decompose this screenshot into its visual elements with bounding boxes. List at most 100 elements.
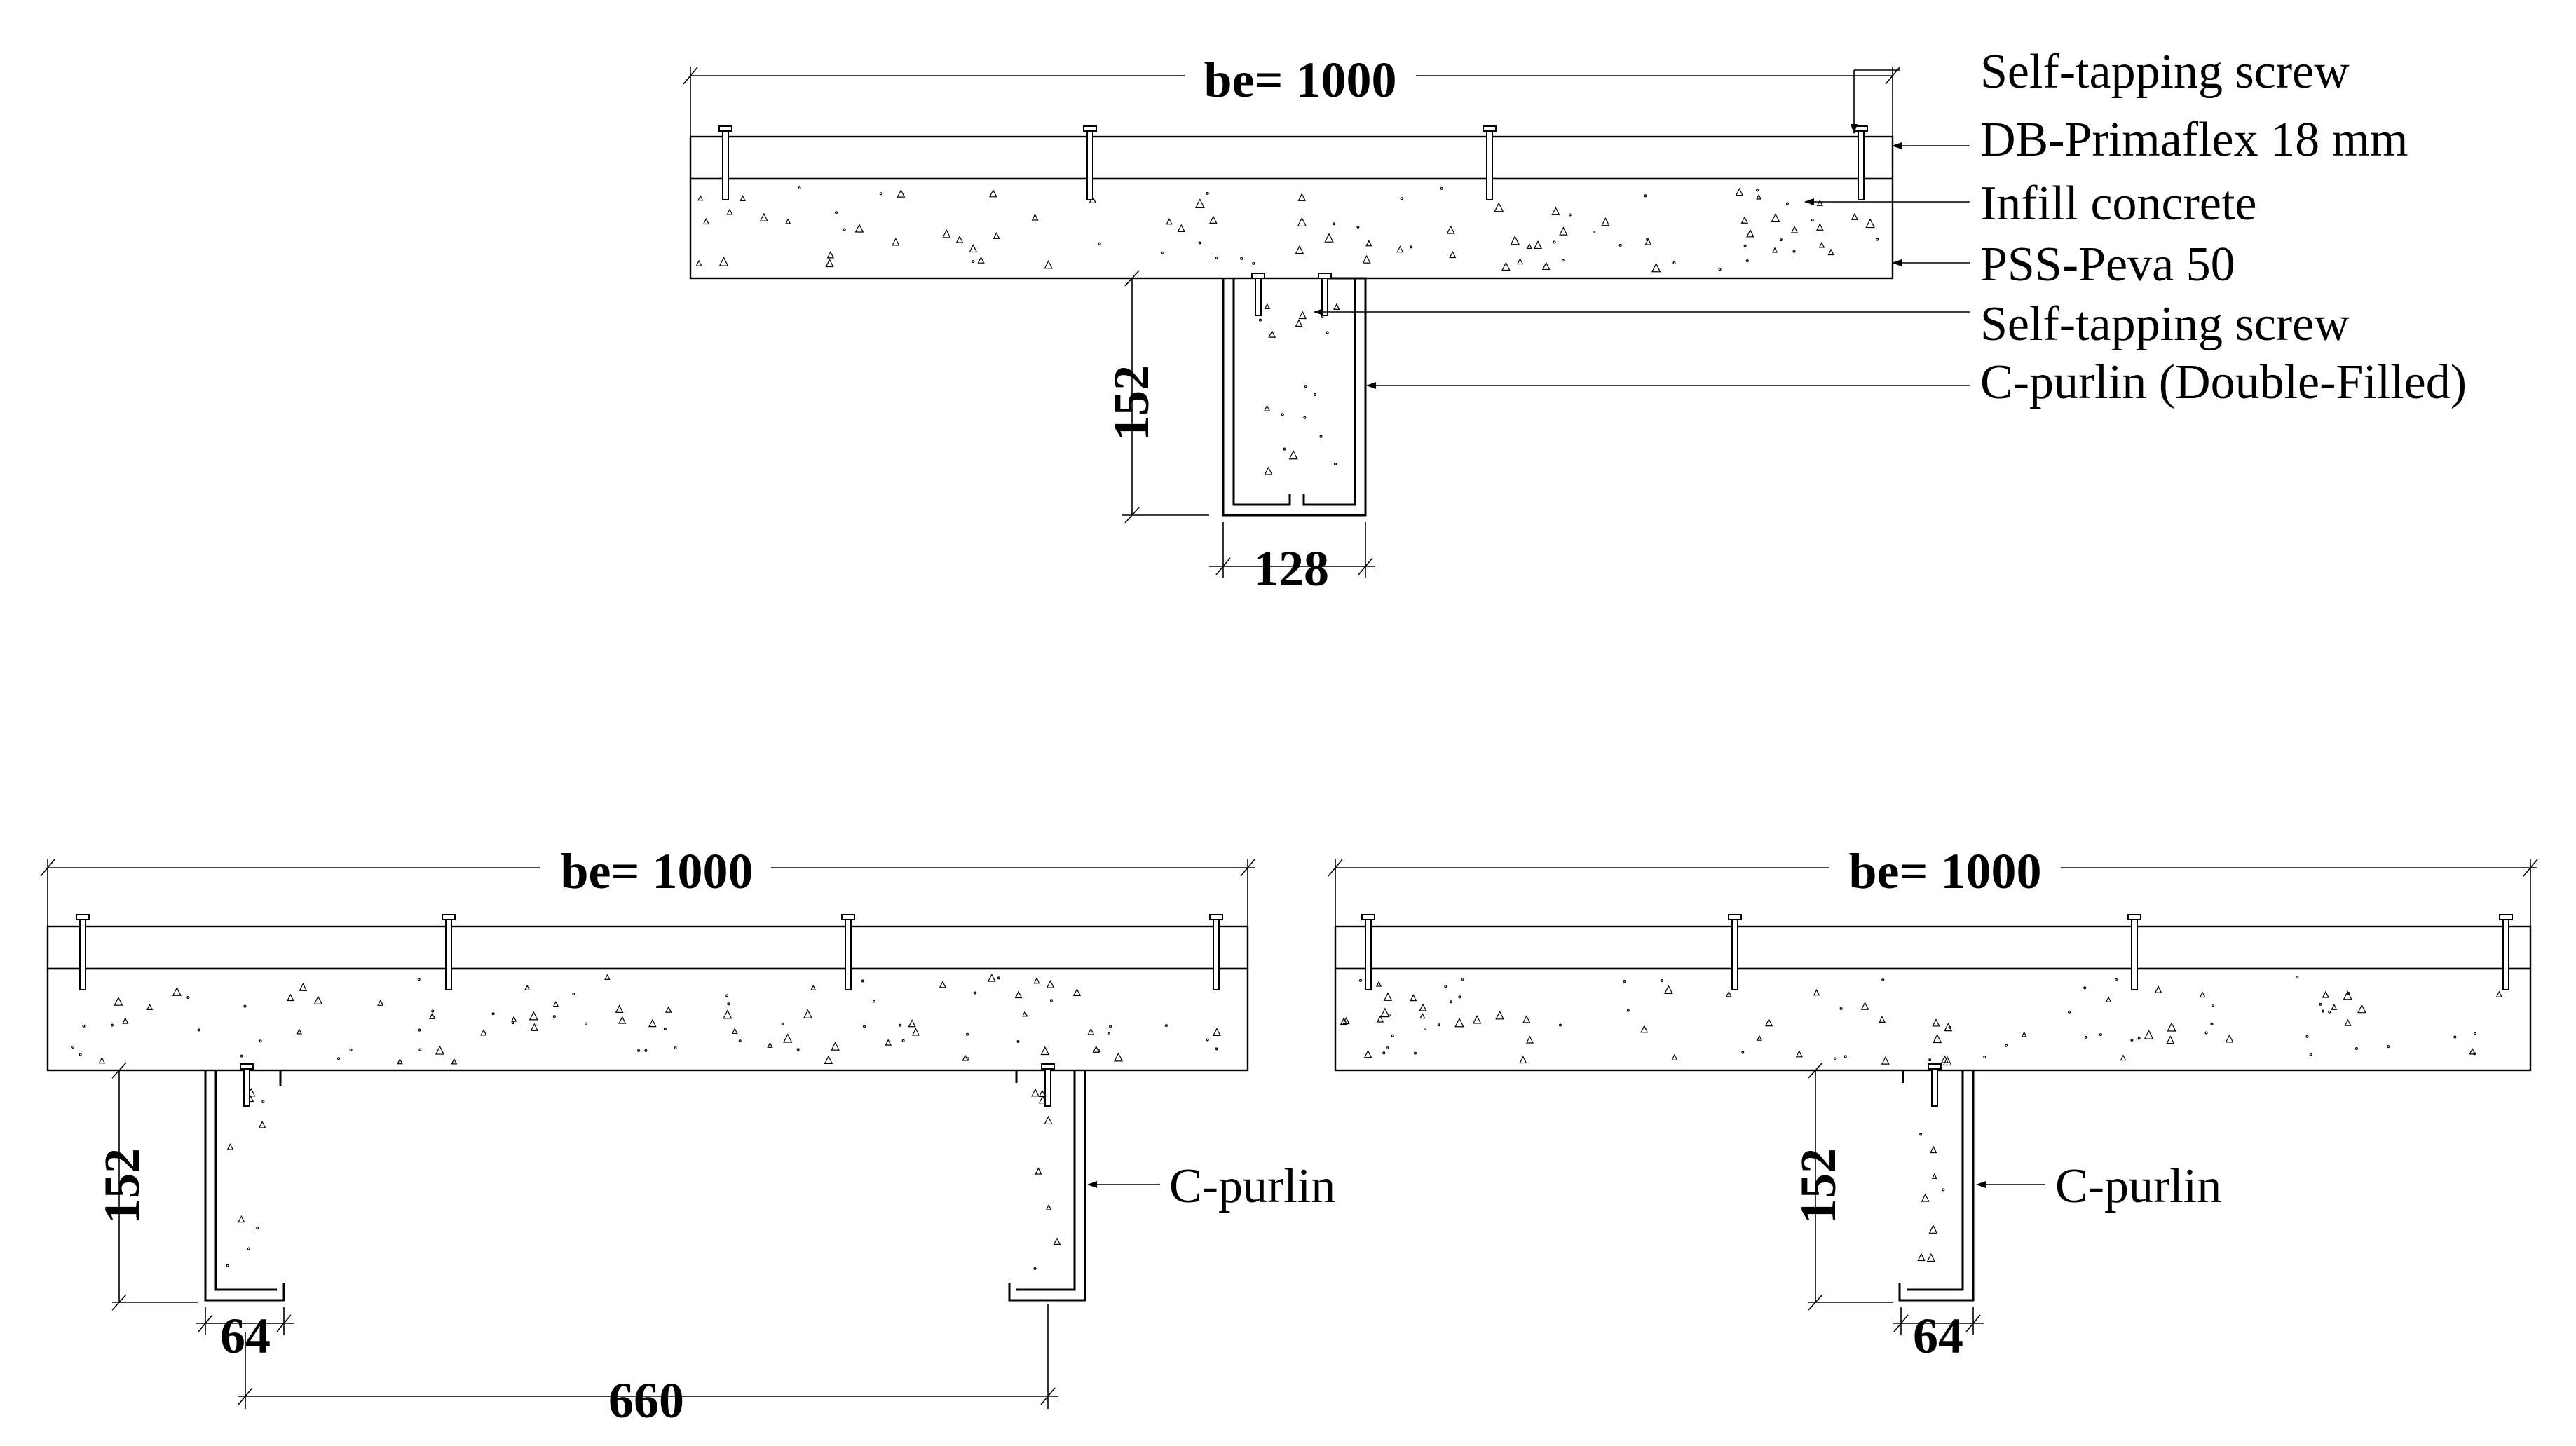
aggregate-mark [349, 1048, 353, 1051]
self-tapping-screw-icon [1728, 914, 1742, 990]
aggregate-mark [1281, 413, 1284, 416]
aggregate-mark [377, 999, 384, 1006]
aggregate-mark [962, 1054, 969, 1061]
aggregate-mark [2114, 978, 2118, 981]
aggregate-mark [1745, 259, 1749, 263]
aggregate-mark [337, 1057, 341, 1060]
aggregate-mark [1264, 466, 1273, 475]
br-c-purlin-outline [1898, 1070, 1975, 1302]
aggregate-mark [1326, 331, 1329, 334]
aggregate-mark [835, 211, 838, 214]
aggregate-mark [1045, 1203, 1052, 1210]
br-deck [1334, 925, 2532, 1072]
aggregate-mark [1319, 435, 1323, 438]
bl-deck-screws [76, 914, 1223, 990]
aggregate-mark [1926, 1253, 1936, 1262]
aggregate-mark [1815, 223, 1824, 231]
aggregate-mark [1324, 233, 1334, 243]
aggregate-mark [1917, 1253, 1926, 1262]
aggregate-mark [618, 1016, 627, 1024]
aggregate-mark [1414, 1051, 1417, 1055]
aggregate-mark [899, 1023, 902, 1027]
aggregate-mark [1501, 261, 1511, 271]
aggregate-mark [1016, 1040, 1020, 1044]
aggregate-mark [186, 996, 190, 1000]
aggregate-mark [1410, 994, 1417, 1002]
aggregate-mark [725, 994, 729, 997]
aggregate-mark [1295, 319, 1303, 327]
aggregate-mark [1033, 977, 1040, 984]
aggregate-mark [1215, 1047, 1218, 1051]
aggregate-mark [1400, 197, 1403, 200]
aggregate-mark [1166, 218, 1173, 225]
aggregate-mark [648, 1018, 657, 1028]
aggregate-mark [897, 189, 906, 198]
aggregate-mark [1919, 1133, 1923, 1136]
aggregate-mark [1756, 193, 1762, 200]
bl-concrete-aggregate [71, 973, 1221, 1065]
top-c-purlin-outline [1222, 277, 1367, 517]
aggregate-mark [972, 260, 975, 264]
aggregate-mark [997, 976, 1000, 980]
aggregate-mark [243, 1004, 247, 1008]
aggregate-mark [727, 1002, 730, 1006]
aggregate-mark [1206, 191, 1209, 195]
top-infill-concrete [689, 177, 1894, 280]
top-width-dimension: be= 1000 [683, 52, 1900, 137]
aggregate-mark [723, 1009, 732, 1019]
bl-purlin-screws [240, 1063, 1055, 1107]
aggregate-mark [1268, 329, 1276, 338]
self-tapping-screw-icon [240, 1063, 254, 1107]
aggregate-mark [1014, 990, 1023, 999]
aggregate-mark [1087, 1028, 1095, 1035]
top-purlin [1222, 277, 1367, 517]
aggregate-mark [1458, 995, 1461, 999]
aggregate-mark [824, 1055, 833, 1064]
aggregate-mark [2137, 1037, 2141, 1040]
aggregate-mark [2343, 990, 2352, 1000]
aggregate-mark [1391, 1034, 1394, 1037]
aggregate-mark [879, 192, 882, 196]
self-tapping-screw-icon [76, 914, 90, 990]
aggregate-mark [2199, 991, 2206, 998]
self-tapping-screw-icon [2499, 914, 2513, 990]
aggregate-mark [491, 1012, 495, 1016]
aggregate-mark [1756, 189, 1759, 192]
aggregate-mark [2347, 991, 2350, 995]
aggregate-mark [2225, 1034, 2234, 1043]
self-tapping-screw-icon [1361, 914, 1375, 990]
callout-infill-concrete: Infill concrete [1980, 177, 2257, 231]
top-purlin-aggregate [1259, 303, 1340, 475]
aggregate-mark [1383, 992, 1393, 1001]
aggregate-mark [2099, 1033, 2102, 1037]
top-section: be= 1000 152 128 Self-tapping screw DB-P… [683, 45, 2467, 596]
top-deck-screws [718, 125, 1868, 200]
aggregate-mark [861, 979, 864, 983]
aggregate-mark [810, 984, 817, 990]
aggregate-mark [644, 1049, 648, 1052]
aggregate-mark [908, 1019, 916, 1028]
aggregate-mark [911, 1028, 920, 1036]
aggregate-mark [1623, 979, 1626, 983]
bottom-left-section: be= 1000 152 64 660 C-purlin [40, 843, 1335, 1428]
aggregate-mark [1108, 1032, 1111, 1035]
self-tapping-screw-icon [841, 914, 855, 990]
aggregate-mark [418, 1028, 421, 1032]
bl-c-purlin-right-outline [1008, 1070, 1086, 1302]
aggregate-mark [1472, 1015, 1482, 1024]
aggregate-mark [1792, 250, 1796, 253]
aggregate-mark [226, 1143, 234, 1150]
bl-height-dimension: 152 [94, 1062, 198, 1311]
aggregate-mark [1314, 393, 1317, 396]
aggregate-mark [740, 195, 746, 201]
aggregate-mark [767, 1042, 773, 1048]
self-tapping-screw-icon [442, 914, 456, 990]
aggregate-mark [1031, 213, 1039, 221]
aggregate-mark [1410, 245, 1413, 249]
aggregate-mark [1333, 222, 1336, 226]
aggregate-mark [1288, 450, 1298, 460]
callout-c-purlin-double-filled: C-purlin (Double-Filled) [1980, 355, 2467, 409]
aggregate-mark [552, 1000, 559, 1007]
aggregate-mark [1983, 1056, 1986, 1059]
